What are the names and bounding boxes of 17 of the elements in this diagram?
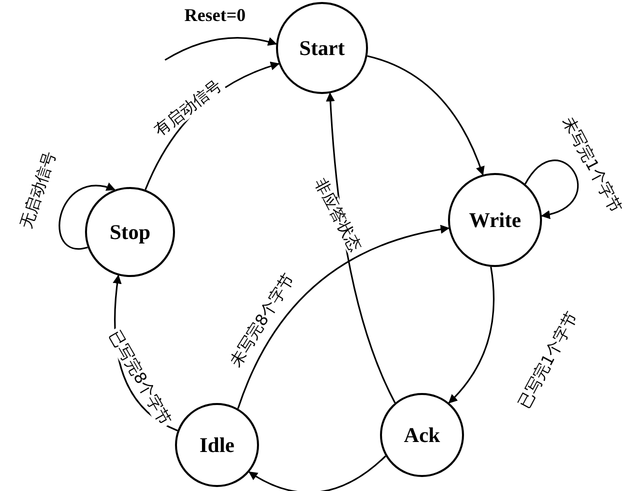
state-circle (448, 173, 542, 267)
arrow (367, 55, 484, 176)
arrow (58, 183, 116, 250)
state-name: Stop (110, 220, 150, 244)
arrow (248, 455, 386, 491)
state-name: Start (299, 36, 345, 60)
state-circle (85, 187, 175, 277)
state-circle (276, 2, 368, 94)
state-name: Ack (404, 422, 440, 448)
state-name: Write (468, 208, 522, 232)
state-circle (175, 403, 259, 487)
arrow (164, 37, 278, 61)
state-circle (380, 393, 464, 477)
state-name: Idle (199, 432, 234, 458)
arrow (237, 225, 450, 409)
arrow (448, 266, 494, 404)
arrow (524, 160, 579, 218)
